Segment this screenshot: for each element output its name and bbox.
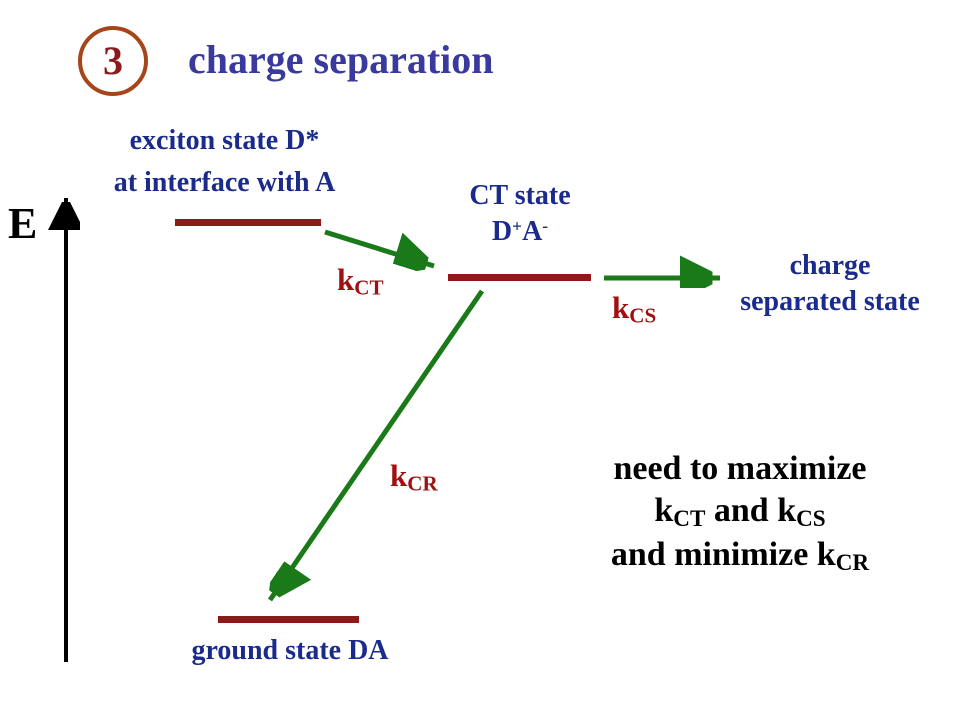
ct-state-label: CT state D+A- bbox=[425, 178, 615, 251]
charge-separated-state-label: charge separated state bbox=[705, 248, 955, 321]
kct-subscript: CT bbox=[354, 275, 384, 300]
kcr-arrow bbox=[270, 289, 485, 600]
ct-acceptor: A bbox=[522, 216, 543, 248]
exciton-state-line1: exciton state D* bbox=[129, 125, 320, 156]
note-and: and bbox=[705, 492, 778, 530]
note-line3-text: and minimize bbox=[610, 535, 817, 573]
ct-donor: D bbox=[491, 216, 513, 248]
ground-level-bar bbox=[218, 616, 359, 623]
step-circle: 3 bbox=[78, 26, 148, 96]
kcr-rate-label: kCR bbox=[390, 460, 438, 495]
note-k3-subscript: CR bbox=[835, 549, 870, 576]
kcr-subscript: CR bbox=[407, 471, 438, 496]
note-k2-subscript: CS bbox=[796, 506, 826, 533]
note-line1: need to maximize bbox=[613, 450, 867, 487]
charge-separated-line2: separated state bbox=[740, 286, 920, 318]
charge-separated-line1: charge bbox=[789, 250, 871, 281]
ct-level-bar bbox=[448, 274, 591, 281]
note-k1-subscript: CT bbox=[673, 506, 706, 533]
kcs-base: k bbox=[612, 290, 630, 325]
note-block: need to maximize kCT and kCS and minimiz… bbox=[540, 448, 940, 578]
note-line3: and minimize kCR bbox=[540, 534, 940, 578]
kcs-subscript: CS bbox=[629, 303, 657, 328]
slide-title: charge separation bbox=[188, 37, 494, 82]
note-k2: k bbox=[777, 492, 797, 530]
kct-arrow bbox=[324, 229, 435, 266]
ground-state-label: ground state DA bbox=[191, 635, 389, 666]
energy-axis-label: E bbox=[8, 199, 38, 248]
kcs-rate-label: kCS bbox=[612, 292, 656, 327]
kct-base: k bbox=[337, 262, 355, 297]
note-line2: kCT and kCS bbox=[540, 490, 940, 534]
ct-donor-charge: + bbox=[512, 216, 523, 236]
ct-acceptor-charge: - bbox=[542, 216, 549, 236]
exciton-level-bar bbox=[175, 219, 321, 226]
note-k3: k bbox=[816, 535, 836, 573]
step-number: 3 bbox=[103, 38, 123, 83]
kct-rate-label: kCT bbox=[337, 264, 384, 299]
kcr-base: k bbox=[390, 458, 408, 493]
ct-state-line1: CT state bbox=[469, 180, 571, 211]
exciton-state-label: exciton state D* at interface with A bbox=[52, 120, 397, 204]
ct-state-formula: D+A- bbox=[425, 214, 615, 250]
note-k1: k bbox=[654, 492, 674, 530]
exciton-state-line2: at interface with A bbox=[113, 167, 336, 198]
